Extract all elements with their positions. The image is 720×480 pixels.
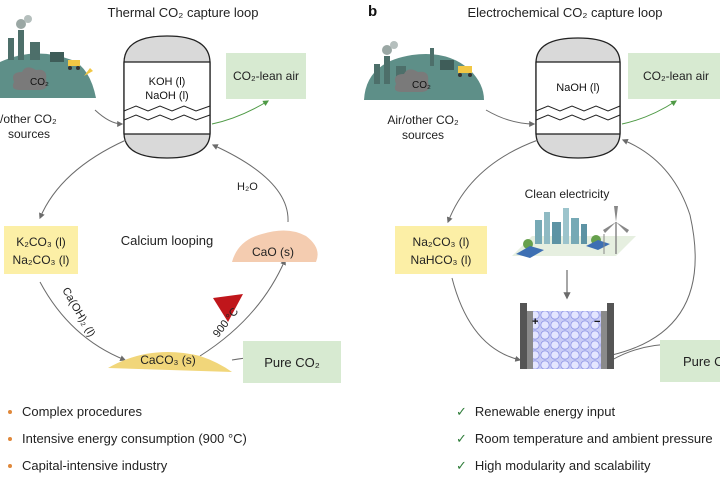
panel-a-carbonates-box <box>4 226 78 274</box>
panel-b-source-caption-1: Air/other CO₂ <box>387 113 459 127</box>
panel-b-arrow-reactor-to-carbonates <box>446 139 539 224</box>
panel-a-pure-co2-label: Pure CO₂ <box>264 355 320 370</box>
bullet-dot-icon <box>8 409 12 414</box>
panel-a-calcium-looping: Calcium looping <box>121 233 214 248</box>
panel-b-lean-air-label: CO₂-lean air <box>643 69 709 83</box>
panel-b-electrochemical-cell <box>520 303 614 369</box>
panel-a-lean-air-label: CO₂-lean air <box>233 69 299 83</box>
panel-a-cao-label: CaO (s) <box>252 245 294 259</box>
flame-icon <box>213 294 243 322</box>
panel-b-carbonates-box <box>395 226 487 274</box>
bullet-dot-icon <box>8 436 12 441</box>
panel-b-bullet: ✓High modularity and scalability <box>456 457 651 474</box>
panel-a-cao-pile <box>232 230 318 262</box>
panel-b-bullet-list: ✓Renewable energy input ✓Room temperatur… <box>456 398 713 479</box>
panel-a-arrow-to-lean-air <box>211 100 270 125</box>
bullet-dot-icon <box>8 463 12 468</box>
panel-a-arrow-source-to-reactor <box>94 109 124 127</box>
panel-a-bullet-list: Complex procedures Intensive energy cons… <box>8 398 247 479</box>
panel-b-clean-city <box>512 208 636 258</box>
panel-a-reactor <box>123 35 211 159</box>
panel-b-title: Electrochemical CO₂ capture loop <box>467 5 662 20</box>
panel-a-carbonates-k: K₂CO₃ (l) <box>16 235 66 249</box>
panel-a-caco3-label: CaCO₃ (s) <box>140 353 196 367</box>
panel-a-source-co2: CO₂ <box>30 77 49 88</box>
panel-b-reactor <box>535 37 621 159</box>
panel-b-arrow-source-to-reactor <box>485 109 536 127</box>
panel-b-bullet: ✓Room temperature and ambient pressure <box>456 430 713 447</box>
panel-a-caco3-pile <box>108 352 232 372</box>
panel-b-cathode-minus: − <box>594 316 600 328</box>
panel-b-source-caption-2: sources <box>402 128 444 142</box>
panel-b-arrow-cell-to-reactor <box>611 139 696 356</box>
panel-b-letter: b <box>368 3 377 20</box>
panel-b-lean-air-box <box>628 53 720 99</box>
wind-turbine-icon <box>603 206 629 254</box>
panel-a-source-hill <box>0 15 96 98</box>
panel-a-arrow-to-cao <box>199 258 286 357</box>
panel-a-bullet: Complex procedures <box>8 398 247 425</box>
panel-a-reactor-naoh: NaOH (l) <box>145 90 188 102</box>
panel-b-bullet: ✓Renewable energy input <box>456 403 616 420</box>
panel-a-carbonates-na: Na₂CO₃ (l) <box>13 253 70 267</box>
panel-b-carbonates-na2co3: Na₂CO₃ (l) <box>413 235 470 249</box>
panel-a-arrow-reactor-to-carbonates <box>39 139 127 220</box>
panel-b-arrow-to-lean-air <box>621 100 678 125</box>
panel-a-bullet: Intensive energy consumption (900 °C) <box>8 425 247 452</box>
check-icon: ✓ <box>456 430 467 446</box>
panel-b-source-hill <box>364 41 484 100</box>
panel-b-pure-co2-label: Pure C <box>683 354 720 369</box>
check-icon: ✓ <box>456 403 467 419</box>
panel-a-arrow-to-caco3 <box>39 281 127 362</box>
panel-b-reactor-naoh: NaOH (l) <box>556 82 599 94</box>
panel-b-anode-plus: + <box>532 316 538 328</box>
panel-a-source-caption-1: /other CO₂ <box>0 112 57 126</box>
check-icon: ✓ <box>456 457 467 473</box>
panel-b-pure-co2-box <box>660 340 720 382</box>
panel-b-carbonates-nahco3: NaHCO₃ (l) <box>411 253 472 267</box>
panel-a-water-label: H₂O <box>237 181 258 193</box>
panel-b-electricity-label: Clean electricity <box>525 187 610 201</box>
panel-a-title: Thermal CO₂ capture loop <box>108 5 259 20</box>
panel-a-bullet: Capital-intensive industry <box>8 452 247 479</box>
panel-a-source-caption-2: sources <box>8 127 50 141</box>
panel-b-arrow-to-cell <box>451 277 522 362</box>
panel-a-pure-co2-box <box>243 341 341 383</box>
panel-a-reactor-koh: KOH (l) <box>149 76 186 88</box>
panel-a-lean-air-box <box>226 53 306 99</box>
panel-a-arrow-cao-to-reactor <box>211 144 289 223</box>
panel-b-source-co2: CO₂ <box>412 80 431 91</box>
